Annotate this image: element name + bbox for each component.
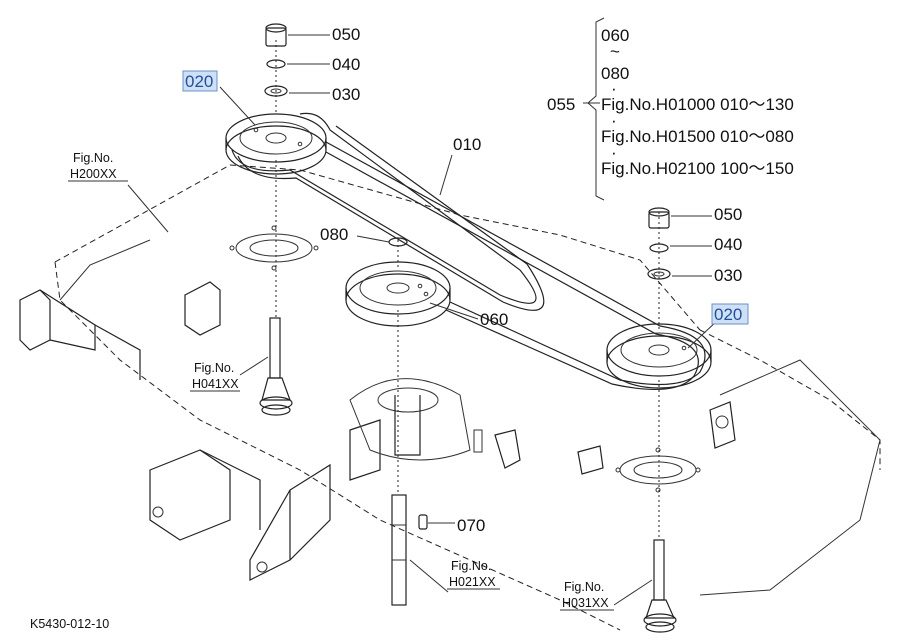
bracket-dot-2: · bbox=[611, 111, 617, 130]
label-060: 060 bbox=[480, 310, 508, 329]
nut-050-right bbox=[648, 207, 670, 229]
figref-h021-line2[interactable]: H021XX bbox=[449, 575, 496, 589]
figref-h021-line1: Fig.No. bbox=[451, 559, 491, 573]
spindle-shaft-right bbox=[643, 539, 677, 633]
label-020-left-box bbox=[182, 70, 218, 92]
bracket-line-2: Fig.No.H01500 010～080 bbox=[601, 127, 794, 146]
v-belt-010 bbox=[231, 112, 706, 391]
label-080: 080 bbox=[320, 225, 348, 244]
deck-brackets bbox=[19, 281, 381, 581]
drawing-code: K5430-012-10 bbox=[30, 617, 109, 631]
spindle-seat-right bbox=[615, 447, 701, 493]
label-050-right: 050 bbox=[714, 205, 742, 224]
bracket-dot-1: · bbox=[611, 79, 617, 98]
label-070: 070 bbox=[457, 516, 485, 535]
figref-h041-line2[interactable]: H041XX bbox=[192, 377, 239, 391]
spindle-shaft-left bbox=[259, 317, 293, 416]
nut-050-left bbox=[265, 23, 287, 47]
figref-h031-line2[interactable]: H031XX bbox=[562, 596, 609, 610]
center-axes bbox=[275, 40, 660, 540]
washer-030-right bbox=[647, 268, 671, 280]
label-040-right: 040 bbox=[714, 235, 742, 254]
label-020-right-box bbox=[711, 303, 749, 325]
pulley-060 bbox=[345, 261, 451, 327]
lockwasher-040-right bbox=[649, 243, 669, 253]
leader-lines bbox=[127, 34, 719, 606]
label-030-right: 030 bbox=[714, 266, 742, 285]
spindle-seat-left bbox=[229, 225, 319, 271]
pulley-020-left bbox=[225, 113, 327, 175]
figref-h041-line1: Fig.No. bbox=[194, 361, 234, 375]
label-010: 010 bbox=[453, 135, 481, 154]
label-020-left[interactable]: 020 bbox=[185, 72, 213, 91]
figref-h031-line1: Fig.No. bbox=[564, 580, 604, 594]
label-030-top: 030 bbox=[332, 85, 360, 104]
deck-outline bbox=[54, 164, 881, 631]
pulley-020-right bbox=[606, 323, 712, 389]
bracket-055-block: 055 060 ~ 080 · Fig.No.H01000 010～130 · … bbox=[547, 17, 794, 201]
label-020-right[interactable]: 020 bbox=[714, 305, 742, 324]
gearbox-output-shaft bbox=[391, 494, 428, 606]
bracket-060: 060 bbox=[601, 26, 629, 45]
bracket-tilde: ~ bbox=[610, 42, 620, 61]
figref-h200-line2[interactable]: H200XX bbox=[70, 167, 117, 181]
label-050-top: 050 bbox=[332, 25, 360, 44]
bracket-line-3: Fig.No.H02100 100～150 bbox=[601, 159, 794, 178]
lockwasher-040-left bbox=[266, 59, 286, 69]
bracket-dot-3: · bbox=[611, 143, 617, 162]
gearbox-housing bbox=[349, 378, 736, 475]
bracket-line-1: Fig.No.H01000 010～130 bbox=[601, 95, 794, 114]
bracket-055-label: 055 bbox=[547, 95, 575, 114]
washer-030-left bbox=[264, 85, 288, 97]
figref-h200-line1: Fig.No. bbox=[73, 151, 113, 165]
bracket-080: 080 bbox=[601, 64, 629, 83]
label-040-top: 040 bbox=[332, 55, 360, 74]
